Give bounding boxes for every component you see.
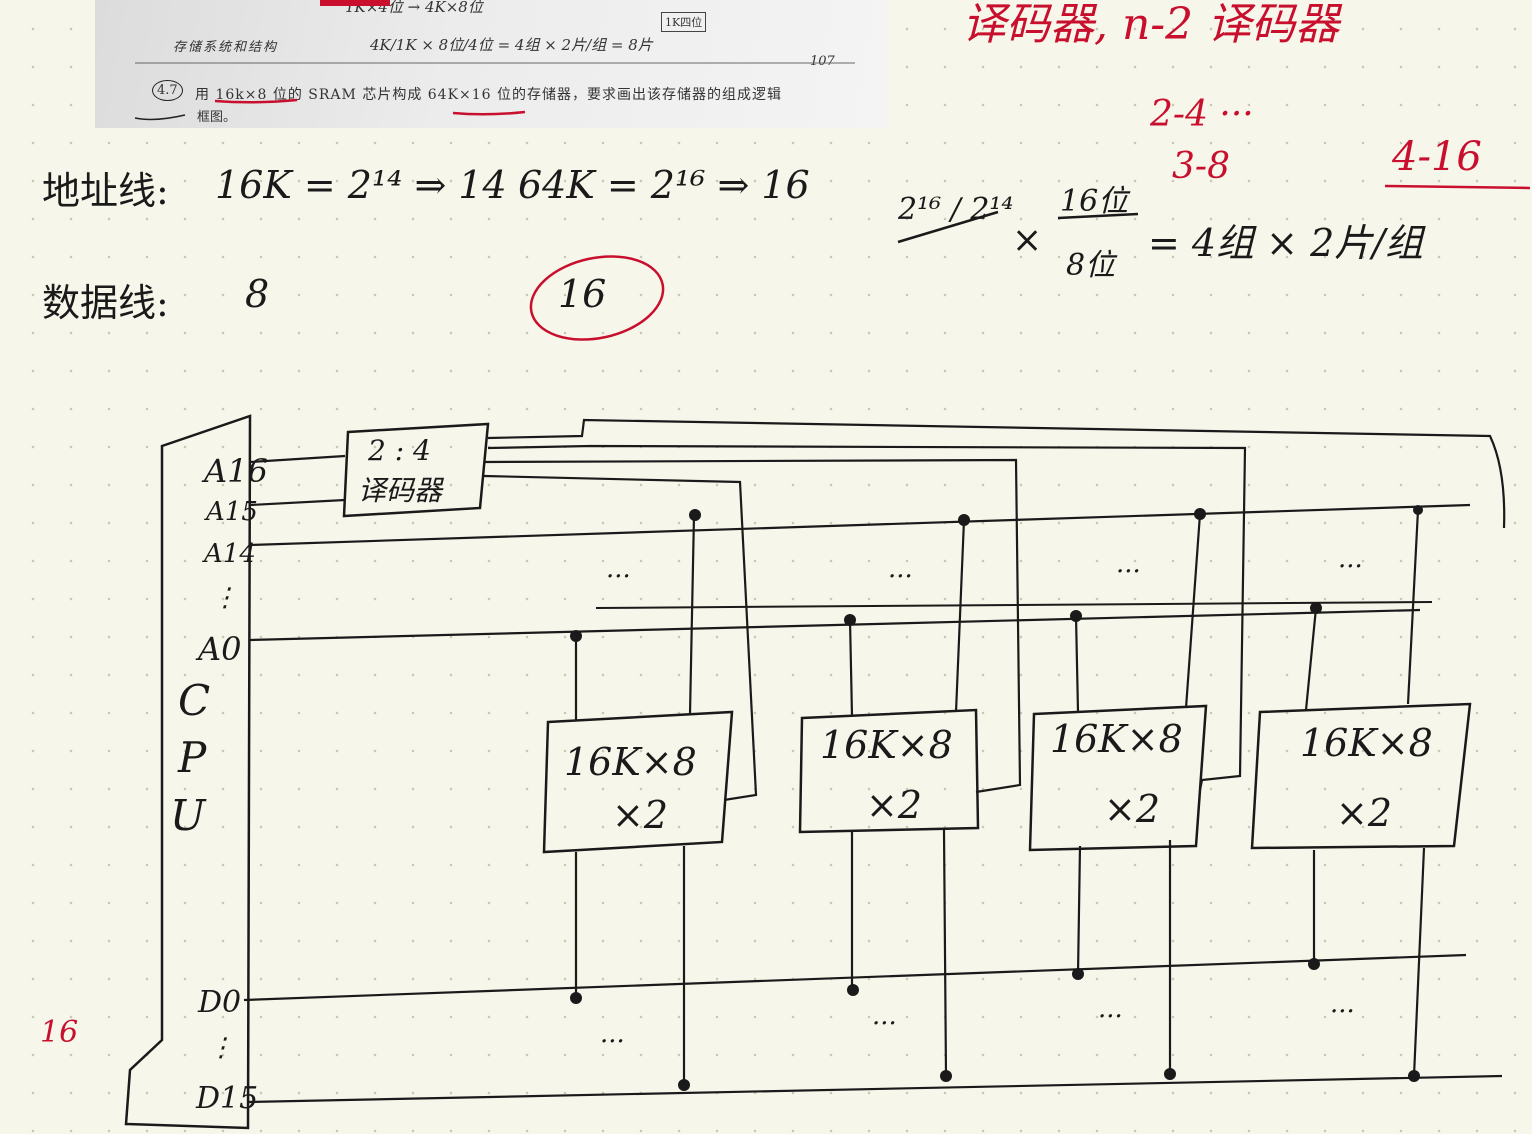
chip-group-1: 16K×8 ×2: [542, 509, 734, 1091]
chip-3-multiplier: ×2: [1104, 787, 1160, 831]
red-underline: [1384, 184, 1531, 190]
pin-a15: A15: [204, 497, 258, 527]
photo-underlines: [134, 0, 855, 121]
chip-1-multiplier: ×2: [612, 793, 668, 837]
data-label: 数据线:: [42, 281, 169, 325]
formula-frac-bottom: 8位: [1066, 248, 1116, 283]
formula-left: 2¹⁶ / 2¹⁴: [898, 192, 1014, 227]
address-bus-mid: [595, 601, 1433, 609]
pin-a0: A0: [195, 630, 241, 668]
page-number: 107: [810, 54, 835, 69]
ellipsis-data-2: ···: [872, 1009, 897, 1039]
decoder-note: 译码器, n-2 译码器: [962, 0, 1340, 50]
ellipsis-data-4: ···: [1330, 997, 1355, 1027]
formula-times: ×: [1012, 220, 1043, 261]
cpu-letter-u: U: [170, 791, 207, 840]
formula-frac-top: 16位: [1060, 184, 1129, 219]
red-circle: [529, 255, 665, 341]
cpu-letter-c: C: [178, 676, 210, 725]
decoder-output-0: [483, 474, 758, 802]
textbook-photo: 1K×4位 → 4K×8位 存储系统和结构 4K/1K × 8位/4位 = 4组…: [95, 0, 888, 128]
pin-d0: D0: [197, 985, 241, 1020]
chip-group-2: 16K×8 ×2: [798, 514, 980, 1082]
address-label: 地址线:: [42, 169, 169, 213]
problem-text-line1: 用 16k×8 位的 SRAM 芯片构成 64K×16 位的存储器，要求画出该存…: [195, 87, 783, 103]
decoder-2-4: 2-4 ···: [1150, 94, 1254, 135]
ellipsis-data-1: ···: [600, 1027, 625, 1057]
ellipsis-addr-3: ···: [1116, 557, 1141, 587]
chip-group-4: 16K×8 ×2: [1250, 505, 1472, 1082]
cpu-letter-p: P: [177, 733, 207, 782]
chip-1-label: 16K×8: [564, 740, 697, 784]
data-bus-d0: [243, 953, 1467, 1002]
cpu-box: [124, 414, 252, 1130]
problem-number: 4.7: [152, 80, 183, 101]
pin-addr-dots: ⋮: [212, 583, 238, 613]
address-bus-a13: [249, 503, 1471, 547]
decoder-output-3: [487, 418, 1506, 529]
chip-2-multiplier: ×2: [866, 783, 922, 827]
ellipsis-addr-4: ···: [1338, 552, 1363, 582]
ellipsis-addr-2: ···: [888, 562, 913, 592]
wire-a16-decoder: [249, 454, 346, 464]
decoder-output-1: [483, 458, 1022, 794]
pin-d15: D15: [195, 1081, 258, 1116]
decoder-3-8: 3-8: [1172, 146, 1230, 187]
address-calc-2: 64K = 2¹⁶ ⇒ 16: [518, 163, 810, 207]
formula-result: = 4组 × 2片/组: [1148, 221, 1424, 265]
chip-3-label: 16K×8: [1050, 717, 1183, 761]
ellipsis-data-3: ···: [1098, 1002, 1123, 1032]
decoder-label-bottom: 译码器: [358, 474, 445, 507]
pin-a14: A14: [202, 539, 256, 569]
decoder-box: [342, 422, 490, 518]
address-bus-a0: [249, 608, 1421, 642]
decoder-label-top: 2 : 4: [367, 434, 431, 467]
ellipsis-addr-1: ···: [606, 562, 631, 592]
decoder-4-16: 4-16: [1392, 134, 1482, 180]
boxed-note: 1K四位: [661, 12, 707, 32]
wire-a15-decoder: [249, 498, 346, 507]
data-bus-d15: [247, 1074, 1503, 1104]
chip-4-label: 16K×8: [1300, 721, 1433, 765]
section-header: 存储系统和结构: [173, 40, 279, 55]
textbook-calc: 4K/1K × 8位/4位 = 4组 × 2片/组 = 8片: [370, 36, 653, 54]
data-circled-value: 16: [558, 272, 607, 316]
data-value: 8: [245, 272, 270, 316]
pin-a16: A16: [201, 452, 268, 490]
fraction-bar-left: [897, 210, 999, 244]
pin-data-dots: ⋮: [208, 1033, 234, 1063]
chip-group-3: 16K×8 ×2: [1028, 508, 1208, 1080]
chip-4-multiplier: ×2: [1336, 791, 1392, 835]
problem-text-line2: 框图。: [197, 110, 237, 125]
left-16-note: 16: [40, 1015, 79, 1050]
chip-2-label: 16K×8: [820, 723, 953, 767]
address-calc-1: 16K = 2¹⁴ ⇒ 14: [215, 163, 507, 207]
fraction-bar-right: [1057, 212, 1139, 220]
